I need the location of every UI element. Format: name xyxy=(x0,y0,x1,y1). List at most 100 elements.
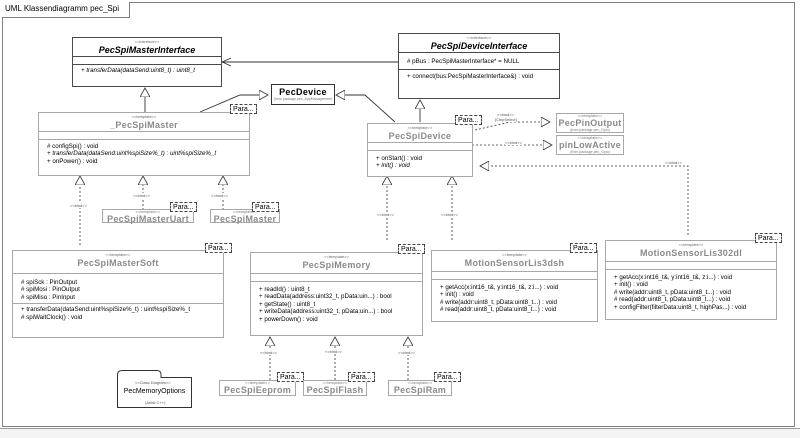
class-pecspideviceinterface[interactable]: <<interface>> PecSpiDeviceInterface # pB… xyxy=(398,33,560,99)
class-name: PecSpiDeviceInterface xyxy=(430,41,528,51)
operations-section: + getAcc(x:int16_t&, y:int16_t&, z:i...)… xyxy=(606,270,776,313)
attributes-section xyxy=(73,57,221,65)
class-motionsensorlis302dl[interactable]: <<template>> MotionSensorLis302dl + getA… xyxy=(605,240,777,320)
template-parameter[interactable]: Para... xyxy=(455,115,482,125)
operation: # read(addr:uint8_t, pData:uint8_t...) :… xyxy=(614,296,731,304)
operations-section: + onStart() : void + init() : void xyxy=(368,151,472,172)
bind-label-masterbind: <<bind>> xyxy=(211,193,228,198)
template-parameter[interactable]: Para... xyxy=(205,243,232,253)
template-parameter[interactable]: Para... xyxy=(230,104,257,114)
attributes-section xyxy=(39,132,249,140)
class-name: MotionSensorLis3dsh xyxy=(464,258,565,268)
class-pecspimemory[interactable]: <<template>> PecSpiMemory + readId() : u… xyxy=(250,252,423,336)
operations-section: + getAcc(x:int16_t&, y:int16_t&, z:i...)… xyxy=(432,280,597,316)
class-pecpinoutput[interactable]: <<template>> PecPinOutput (from package … xyxy=(556,113,624,133)
diagram-frame xyxy=(2,2,795,427)
operation: + onStart() : void xyxy=(376,155,422,162)
class-pecspimastersoft[interactable]: <<template>> PecSpiMasterSoft # spiSck :… xyxy=(12,250,224,338)
stereotype: <<template>> xyxy=(678,242,704,247)
attributes-section xyxy=(368,143,472,151)
stereotype: <<template>> xyxy=(577,113,603,118)
class-name: PecDevice xyxy=(279,87,327,97)
template-parameter[interactable]: Para... xyxy=(277,372,304,382)
class-name: PecSpiFlash xyxy=(306,385,364,395)
operations-section: + transferData(dataSend:uint8_t) : uint8… xyxy=(73,65,221,76)
attribute: # spiMosi : PinOutput xyxy=(21,286,80,294)
class-name: PecSpiMasterInterface xyxy=(98,45,196,55)
operation: + getAcc(x:int16_t&, y:int16_t&, z:i...)… xyxy=(614,274,733,281)
stereotype: <<template>> xyxy=(322,380,348,385)
bind-label-mastersoft: <<bind>> xyxy=(70,203,87,208)
class-pecspiram[interactable]: <<template>> PecSpiRam xyxy=(388,380,452,396)
stereotype: <<template>> xyxy=(105,252,131,257)
stereotype: <<template>> xyxy=(577,135,603,140)
stereotype: <<template>> xyxy=(502,252,527,257)
package-sub: (Artist C++) xyxy=(145,400,166,405)
class-motionsensorlis3dsh[interactable]: <<template>> MotionSensorLis3dsh + getAc… xyxy=(431,250,598,322)
operation: + getAcc(x:int16_t&, y:int16_t&, z:i...)… xyxy=(440,284,559,291)
class-name: PecSpiMemory xyxy=(302,260,371,270)
attributes-section xyxy=(251,274,422,282)
package-origin: (from package pec_Gpio) xyxy=(570,150,610,154)
generalization-device-device xyxy=(336,95,396,123)
stereotype: <<interface>> xyxy=(466,35,492,40)
operation: + transferData(dataSend:uint%spiSize%_t)… xyxy=(21,306,191,314)
stereotype: <<template>> xyxy=(232,209,258,214)
package-pecmemoryoptions[interactable]: <<Class Diagram>> PecMemoryOptions (Arti… xyxy=(117,370,192,408)
class-pecspimasteruart[interactable]: <<template>> PecSpiMasterUart xyxy=(102,209,194,224)
class-pecdevice[interactable]: PecDevice (from package pec_AppManagemen… xyxy=(271,84,335,105)
attribute: # pBus : PecSpiMasterInterface* = NULL xyxy=(407,58,520,65)
bind-chipselect xyxy=(474,122,550,131)
template-parameter[interactable]: Para... xyxy=(398,244,425,254)
class-name: PecSpiMaster xyxy=(213,214,277,224)
chipselect-label: [ChipSelect] xyxy=(495,117,517,122)
horizontal-scrollbar[interactable] xyxy=(0,428,800,438)
attributes-section xyxy=(432,272,597,280)
class-name: pinLowActive xyxy=(558,140,622,150)
class-pecspieeprom[interactable]: <<template>> PecSpiEeprom xyxy=(219,380,296,396)
operation: # read(addr:uint8_t, pData:uint8_t...) :… xyxy=(440,306,557,314)
operation: + transferData(dataSend:uint%spiSize%_t)… xyxy=(47,150,217,158)
package-origin: (from package pec_AppManagement) xyxy=(273,97,333,101)
template-parameter[interactable]: Para... xyxy=(170,202,197,212)
operation: + init() : void xyxy=(614,281,648,289)
template-parameter[interactable]: Para... xyxy=(755,233,782,243)
operation: + writeData(address:uint32_t, pData:uin.… xyxy=(259,308,393,316)
operations-section: + transferData(dataSend:uint%spiSize%_t)… xyxy=(13,304,223,323)
bind-label-ram: <<bind>> xyxy=(398,350,415,355)
class-name: _PecSpiMaster xyxy=(110,120,178,130)
operation: + onPower() : void xyxy=(47,157,98,165)
class-name: PecPinOutput xyxy=(558,118,622,128)
template-parameter[interactable]: Para... xyxy=(348,372,375,382)
attribute: # spiMiso : PinInput xyxy=(21,293,75,301)
operation: + connect(bus:PecSpiMasterInterface&) : … xyxy=(407,73,534,81)
stereotype: <<template>> xyxy=(407,125,433,130)
class-name: PecSpiDevice xyxy=(388,131,452,141)
attributes-section: # pBus : PecSpiMasterInterface* = NULL xyxy=(399,53,559,71)
bind-label-chipselect: <<bind>> xyxy=(497,112,514,117)
template-parameter[interactable]: Para... xyxy=(434,372,461,382)
stereotype: <<interface>> xyxy=(134,39,160,44)
class-pinlowactive[interactable]: <<template>> pinLowActive (from package … xyxy=(556,135,624,155)
attributes-section: # spiSck : PinOutput # spiMosi : PinOutp… xyxy=(13,274,223,305)
class-name: PecSpiMasterUart xyxy=(107,214,189,224)
class-name: PecSpiMasterSoft xyxy=(77,258,159,268)
class-name: PecSpiRam xyxy=(393,385,447,395)
stereotype: <<template>> xyxy=(407,380,433,385)
stereotype: <<template>> xyxy=(135,209,161,214)
bind-label-memory: <<bind>> xyxy=(377,212,394,217)
operation: + readData(address:uint32_t, pData:uin..… xyxy=(259,293,392,301)
template-parameter[interactable]: Para... xyxy=(570,243,597,253)
package-origin: (from package pec_Gpio) xyxy=(570,128,610,132)
template-parameter[interactable]: Para... xyxy=(252,202,279,212)
class-pecspimaster-template[interactable]: <<template>> _PecSpiMaster # configSpi()… xyxy=(38,112,250,176)
class-name: PecSpiEeprom xyxy=(223,385,292,395)
class-pecspimaster-bound[interactable]: <<template>> PecSpiMaster xyxy=(210,209,280,224)
operation: # spiWaitClock() : void xyxy=(21,313,83,321)
stereotype: <<template>> xyxy=(245,380,270,385)
operation: # write(addr:uint8_t, pData:uint8_t...) … xyxy=(440,298,557,306)
bind-label-lis3dsh: <<bind>> xyxy=(441,212,458,217)
class-pecspimasterinterface[interactable]: <<interface>> PecSpiMasterInterface + tr… xyxy=(72,37,222,87)
class-pecspidevice[interactable]: <<template>> PecSpiDevice + onStart() : … xyxy=(367,123,473,177)
class-pecspiflash[interactable]: <<template>> PecSpiFlash xyxy=(303,380,367,396)
